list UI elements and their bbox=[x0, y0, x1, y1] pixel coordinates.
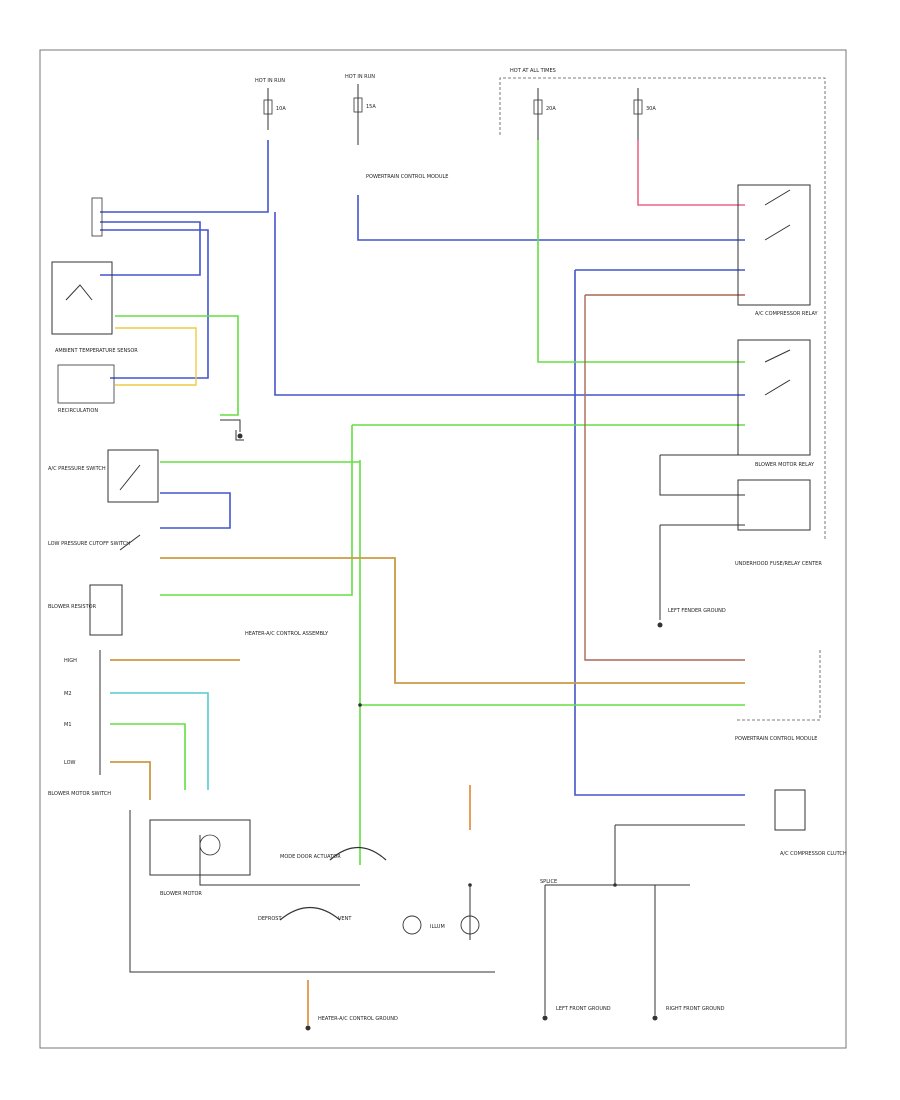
svg-text:A/C COMPRESSOR CLUTCH: A/C COMPRESSOR CLUTCH bbox=[780, 851, 847, 857]
diagram-frame bbox=[39, 49, 847, 1049]
power-source-left: HOT IN RUN 10A bbox=[255, 78, 286, 130]
ground-left-front: LEFT FRONT GROUND bbox=[542, 1006, 611, 1021]
svg-text:LEFT FENDER GROUND: LEFT FENDER GROUND bbox=[668, 608, 726, 614]
power-source-center: HOT IN RUN 15A POWERTRAIN CONTROL MODULE bbox=[345, 74, 448, 180]
svg-text:HOT IN RUN: HOT IN RUN bbox=[255, 78, 285, 84]
svg-text:LEFT FRONT GROUND: LEFT FRONT GROUND bbox=[556, 1006, 611, 1012]
svg-text:POWERTRAIN CONTROL MODULE: POWERTRAIN CONTROL MODULE bbox=[735, 736, 817, 742]
svg-text:LOW: LOW bbox=[64, 760, 76, 766]
blower-motor-relay-component: BLOWER MOTOR bbox=[149, 819, 251, 897]
svg-text:POWERTRAIN CONTROL MODULE: POWERTRAIN CONTROL MODULE bbox=[366, 174, 448, 180]
wire-yellow bbox=[115, 327, 197, 386]
svg-text:MODE DOOR ACTUATOR: MODE DOOR ACTUATOR bbox=[280, 854, 341, 860]
svg-text:RIGHT FRONT GROUND: RIGHT FRONT GROUND bbox=[666, 1006, 725, 1012]
svg-text:A/C PRESSURE SWITCH: A/C PRESSURE SWITCH bbox=[48, 466, 106, 472]
svg-text:BLOWER MOTOR: BLOWER MOTOR bbox=[160, 891, 202, 897]
svg-text:BLOWER MOTOR RELAY: BLOWER MOTOR RELAY bbox=[755, 462, 815, 468]
svg-text:HOT AT ALL TIMES: HOT AT ALL TIMES bbox=[510, 68, 556, 74]
pcm-component: POWERTRAIN CONTROL MODULE bbox=[735, 650, 821, 742]
blower-relay-right-component: BLOWER MOTOR RELAY bbox=[737, 339, 815, 531]
wire-black bbox=[129, 419, 745, 1015]
wire-green bbox=[110, 140, 745, 865]
recirc-component: RECIRCULATION bbox=[57, 364, 244, 441]
wire-brown bbox=[584, 294, 745, 661]
underhood-fuse-label: UNDERHOOD FUSE/RELAY CENTER bbox=[735, 561, 822, 567]
ambient-sensor-component: AMBIENT TEMPERATURE SENSOR bbox=[51, 261, 138, 354]
mode-door-component: MODE DOOR ACTUATOR DEFROST VENT bbox=[258, 847, 387, 922]
splice-dots bbox=[358, 703, 617, 887]
svg-text:ILLUM: ILLUM bbox=[430, 924, 445, 930]
low-pressure-switch-component: LOW PRESSURE CUTOFF SWITCH bbox=[48, 534, 141, 551]
ac-compressor-relay-component: A/C COMPRESSOR RELAY bbox=[737, 184, 818, 317]
power-source-right: HOT AT ALL TIMES 20A 30A bbox=[499, 68, 826, 540]
ac-pressure-switch-component: A/C PRESSURE SWITCH bbox=[48, 449, 159, 503]
svg-text:RECIRCULATION: RECIRCULATION bbox=[58, 408, 98, 414]
lamp-component: ILLUM bbox=[402, 915, 480, 935]
svg-text:30A: 30A bbox=[646, 106, 656, 112]
svg-text:15A: 15A bbox=[366, 104, 376, 110]
svg-text:A/C COMPRESSOR RELAY: A/C COMPRESSOR RELAY bbox=[755, 311, 818, 317]
left-fender-ground: LEFT FENDER GROUND bbox=[657, 608, 726, 628]
svg-text:AMBIENT TEMPERATURE SENSOR: AMBIENT TEMPERATURE SENSOR bbox=[55, 348, 138, 354]
ground-right-front: RIGHT FRONT GROUND bbox=[652, 1006, 725, 1021]
wire-pink bbox=[637, 140, 745, 206]
blower-resistor-component: BLOWER RESISTOR bbox=[48, 584, 123, 636]
svg-text:20A: 20A bbox=[546, 106, 556, 112]
svg-text:M1: M1 bbox=[64, 722, 72, 728]
svg-text:LOW PRESSURE CUTOFF SWITCH: LOW PRESSURE CUTOFF SWITCH bbox=[48, 541, 130, 547]
splice-label: SPLICE bbox=[540, 879, 557, 885]
svg-text:HOT IN RUN: HOT IN RUN bbox=[345, 74, 375, 80]
blower-switch-component: HIGH M2 M1 LOW BLOWER MOTOR SWITCH bbox=[48, 650, 111, 797]
svg-text:M2: M2 bbox=[64, 691, 72, 697]
wire-orange bbox=[307, 785, 471, 1025]
sensor-ground-dot bbox=[237, 433, 243, 439]
svg-text:HEATER-A/C CONTROL GROUND: HEATER-A/C CONTROL GROUND bbox=[318, 1016, 398, 1022]
wire-blue-main bbox=[100, 140, 745, 796]
svg-text:10A: 10A bbox=[276, 106, 286, 112]
heater-ac-control-label: HEATER-A/C CONTROL ASSEMBLY bbox=[245, 631, 329, 637]
svg-text:HIGH: HIGH bbox=[64, 658, 77, 664]
svg-text:DEFROST: DEFROST bbox=[258, 916, 282, 922]
svg-text:BLOWER RESISTOR: BLOWER RESISTOR bbox=[48, 604, 97, 610]
wire-cyan bbox=[110, 692, 209, 790]
compressor-clutch-component: A/C COMPRESSOR CLUTCH bbox=[774, 789, 847, 857]
ground-bottom: HEATER-A/C CONTROL GROUND bbox=[305, 1016, 398, 1031]
connector-inputs bbox=[91, 197, 103, 237]
svg-text:VENT: VENT bbox=[338, 916, 352, 922]
svg-text:BLOWER MOTOR SWITCH: BLOWER MOTOR SWITCH bbox=[48, 791, 111, 797]
wire-tan bbox=[110, 557, 745, 800]
